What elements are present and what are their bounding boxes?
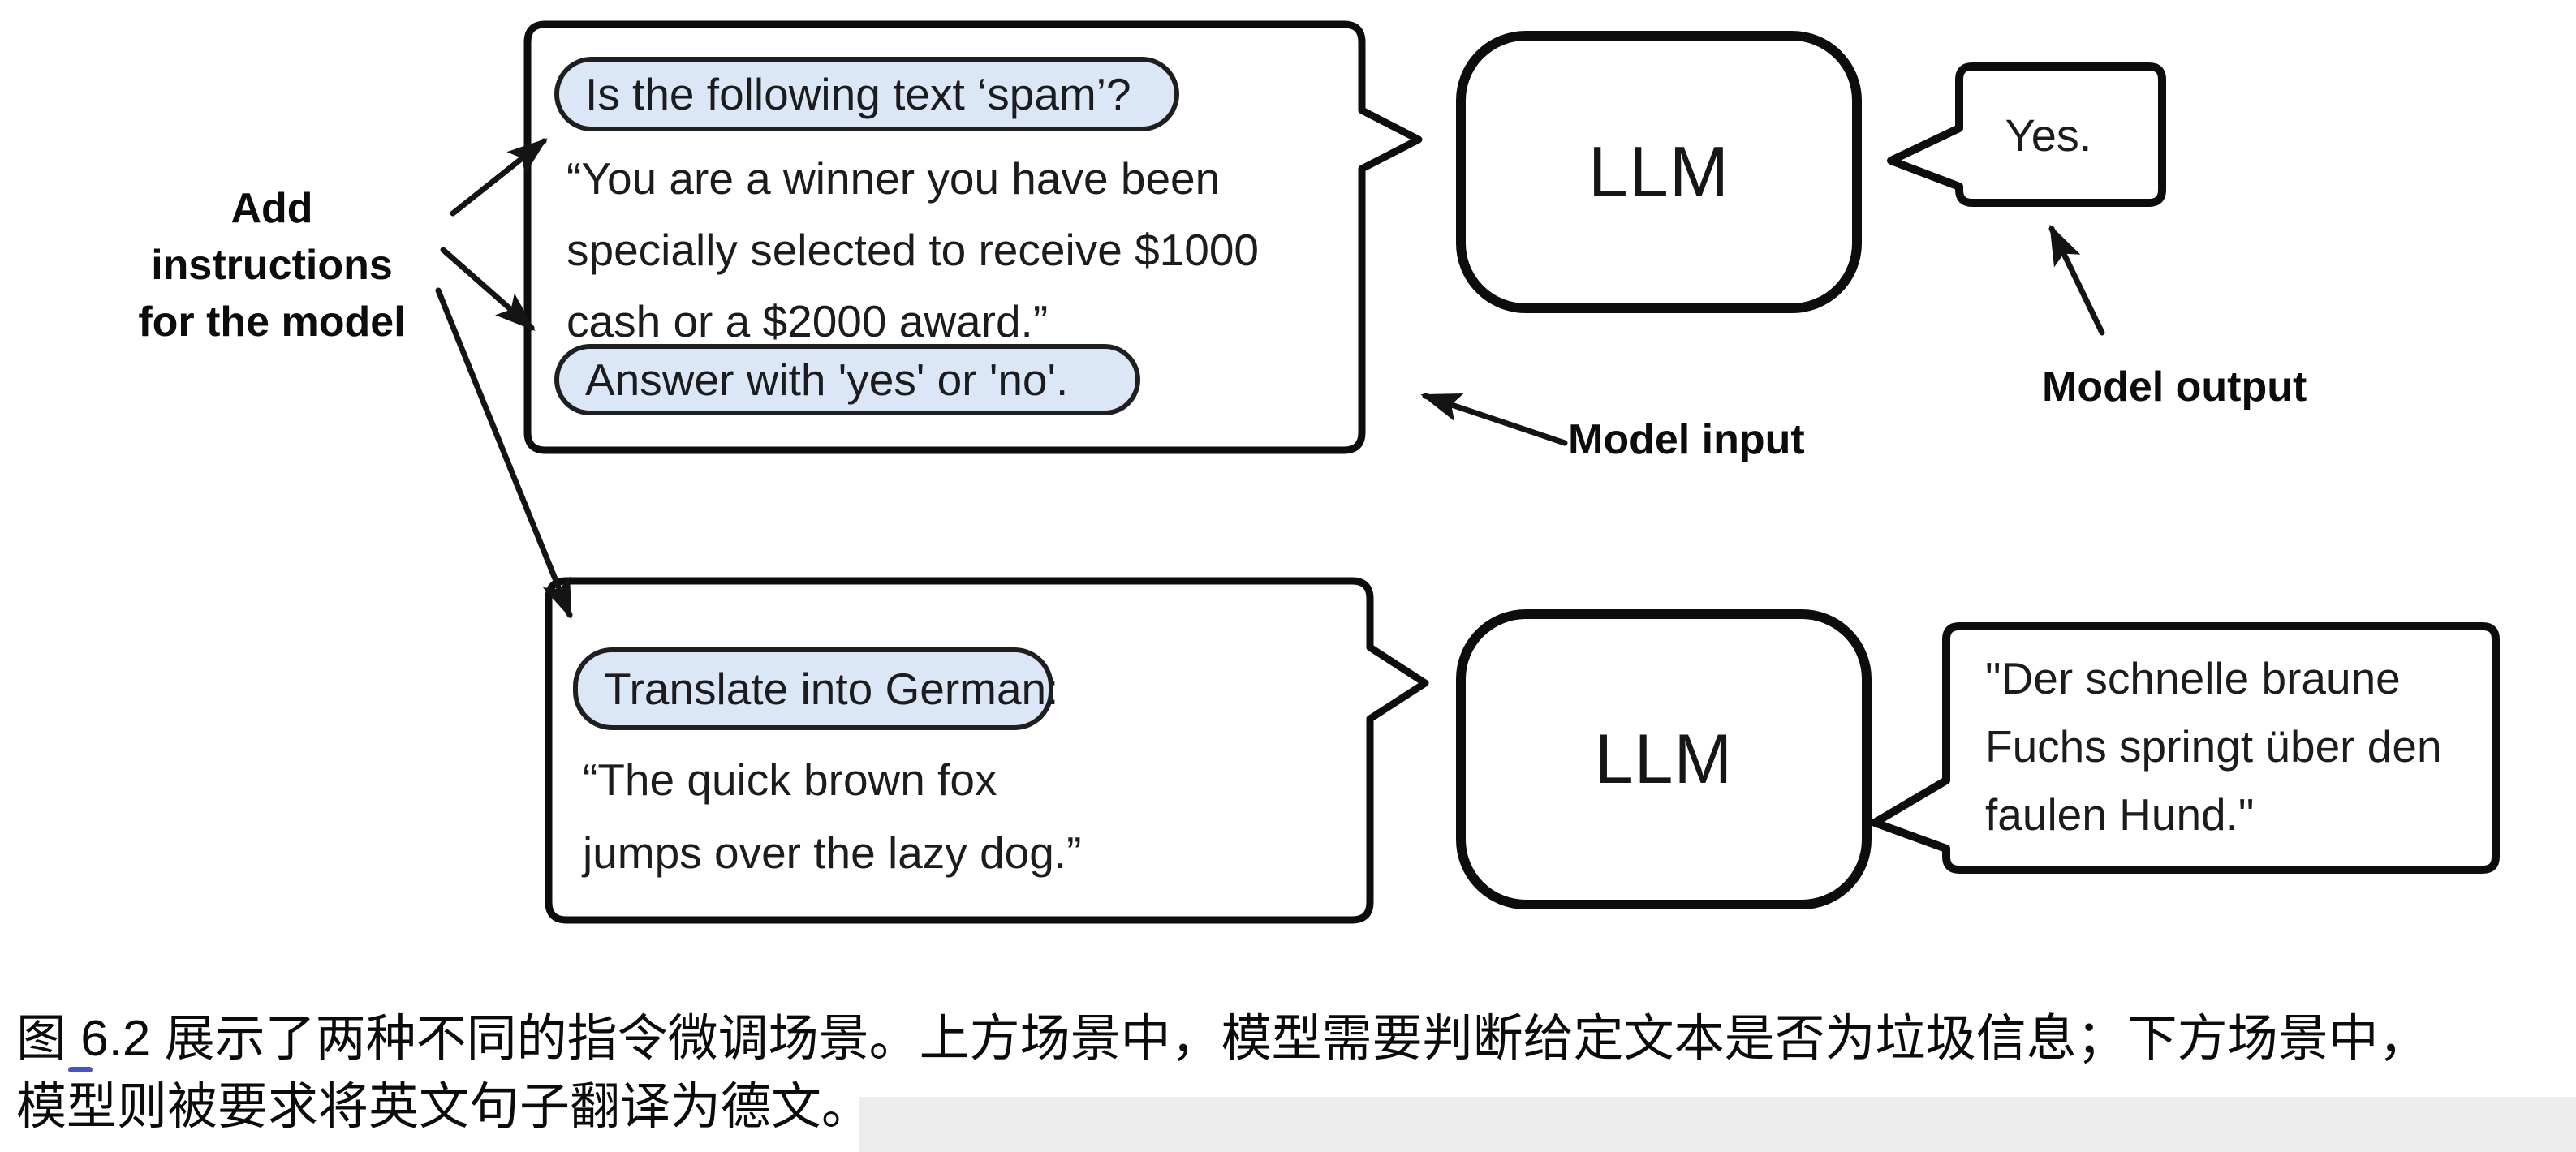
german-output-line-3: faulen Hund." — [1985, 789, 2255, 840]
translate-input-text: “The quick brown fox jumps over the lazy… — [583, 743, 1081, 889]
spam-input-line-1: “You are a winner you have been — [566, 153, 1221, 204]
llm-box-bottom — [1456, 609, 1872, 909]
arrow-model-output — [2048, 224, 2105, 336]
yes-output-label: Yes. — [2005, 109, 2092, 161]
instruction-pill-answer-format-label: Answer with 'yes' or 'no'. — [585, 355, 1069, 405]
instruction-pill-spam-question-label: Is the following text ‘spam’? — [585, 69, 1131, 119]
arrow-callout-to-top-instruction — [450, 138, 548, 217]
spam-input-line-2: specially selected to receive $1000 — [566, 225, 1260, 275]
callout-line-2: for the model — [138, 299, 406, 346]
instruction-pill-spam-question: Is the following text ‘spam’? — [554, 57, 1179, 131]
instruction-pill-translate: Translate into German: — [573, 647, 1058, 730]
arrow-callout-to-translate-instruction — [435, 287, 573, 620]
llm-label-bottom-text: LLM — [1594, 720, 1734, 798]
german-output-text: "Der schnelle braune Fuchs springt über … — [1985, 644, 2442, 849]
spam-input-line-3: cash or a $2000 award.” — [566, 296, 1049, 346]
model-input-label: Model input — [1568, 416, 1805, 463]
model-output-label: Model output — [2042, 363, 2307, 411]
figure-caption-line-2: 模型则被要求将英文句子翻译为德文。 — [16, 1079, 872, 1135]
llm-label-top: LLM — [1461, 36, 1857, 308]
caption-link-underline — [68, 1067, 93, 1072]
callout-add-instructions: Add instructions for the model — [113, 180, 431, 350]
bottom-gray-band — [859, 1097, 2576, 1152]
arrow-callout-to-bottom-instruction — [440, 247, 536, 331]
arrow-model-input — [1420, 393, 1568, 446]
spam-input-text: “You are a winner you have been speciall… — [566, 143, 1259, 357]
callout-line-1: Add instructions — [151, 185, 393, 289]
instruction-pill-answer-format: Answer with 'yes' or 'no'. — [554, 344, 1140, 415]
llm-label-bottom: LLM — [1461, 614, 1867, 905]
german-output-line-1: "Der schnelle braune — [1985, 653, 2401, 703]
llm-box-top — [1456, 31, 1862, 313]
figure-caption: 图 6.2 展示了两种不同的指令微调场景。上方场景中，模型需要判断给定文本是否为… — [16, 1005, 2429, 1141]
yes-output-text: Yes. — [1959, 67, 2162, 203]
translate-input-line-2: jumps over the lazy dog.” — [583, 827, 1082, 878]
instruction-pill-translate-label: Translate into German: — [604, 664, 1059, 714]
german-output-line-2: Fuchs springt über den — [1985, 721, 2442, 772]
output-bubble-yes — [1887, 62, 2166, 207]
translate-input-line-1: “The quick brown fox — [583, 754, 997, 805]
output-bubble-german — [1871, 622, 2500, 874]
llm-label-top-text: LLM — [1587, 131, 1730, 212]
figure-caption-line-1: 图 6.2 展示了两种不同的指令微调场景。上方场景中，模型需要判断给定文本是否为… — [16, 1011, 2429, 1067]
